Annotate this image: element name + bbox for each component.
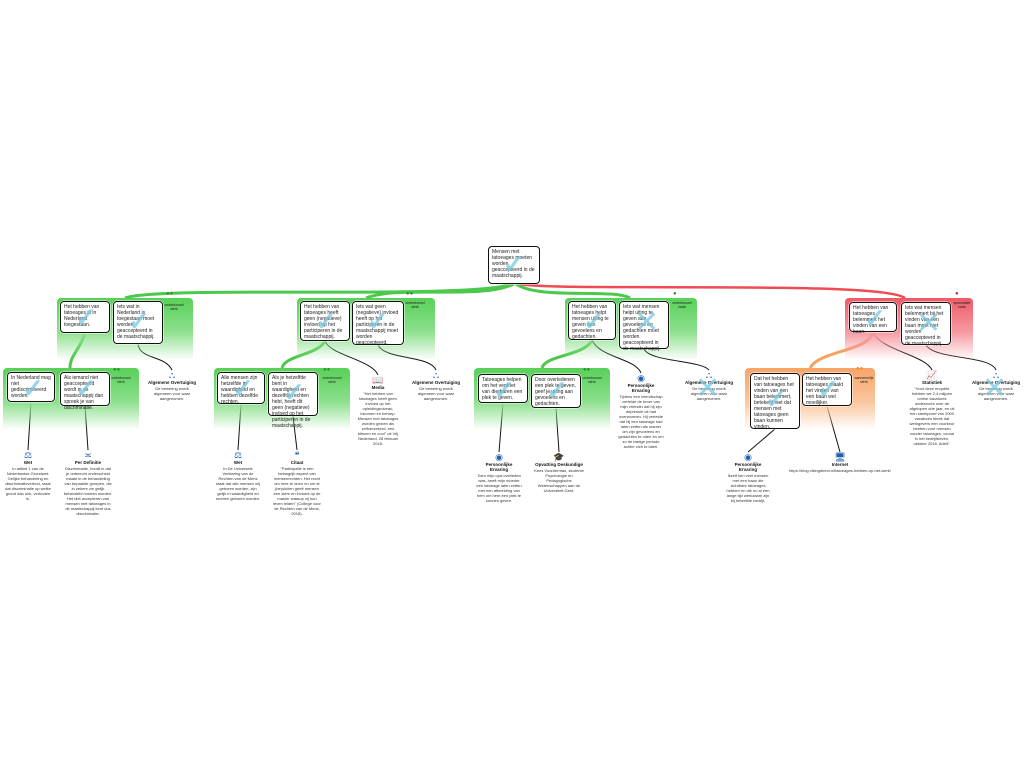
branch-2-objection-source: ⛬ Algemene Overtuiging De bewering wordt…	[412, 370, 461, 401]
strength-dots: ●●	[323, 367, 331, 373]
branch-1-objection-source: ⛬ Algemene Overtuiging De bewering wordt…	[148, 370, 197, 401]
personal-experience-icon: ◉	[637, 373, 645, 383]
strength-dots: ●●	[583, 367, 591, 373]
strength-label: onderbouwd sterk	[164, 303, 184, 311]
branch-2-reason-box[interactable]: Het hebben van tatoeages heeft geen (neg…	[300, 301, 350, 341]
quote-icon: ❝	[294, 450, 300, 460]
reason-text: Tatoeages helpen om het verdriet van die…	[482, 377, 523, 401]
branch-1-sub-reason-box[interactable]: In Nederland mag niet gediscrimineerd wo…	[7, 372, 55, 402]
objection-text: Iets wat geen (negatieve) invloed heeft …	[356, 304, 399, 346]
branch-3-sub-reason-box[interactable]: Tatoeages helpen om het verdriet van die…	[478, 374, 528, 403]
branch-3-objection-source: ⛬ Algemene Overtuiging De bewering wordt…	[685, 370, 734, 405]
branch-3-reason-box[interactable]: Het hebben van tatoeages helpt mensen ui…	[568, 301, 616, 340]
branch-3-sub-objection-source: 🎓 Opvatting Deskundige Kees Voorderman, …	[534, 452, 584, 493]
branch-1-reason-box[interactable]: Het hebben van tatoeages is in Nederland…	[60, 301, 110, 333]
branch-4-objection-source: ⛬ Algemene Overtuiging De bewering wordt…	[972, 370, 1021, 405]
src-link	[747, 428, 776, 453]
support-link-1	[124, 282, 513, 300]
common-knowledge-icon: ⛬	[168, 370, 176, 380]
branch-2-sub-reason-source: ⚖ Wet In De Universele Verklaring van de…	[215, 450, 261, 501]
reason-text: Dat het hebben van tatoeages het vinden …	[754, 376, 794, 430]
reason-text: Het hebben van tatoeages is in Nederland…	[64, 304, 100, 328]
strength-dots: ●	[673, 291, 677, 297]
strength-label: speculatief zwak	[953, 301, 971, 309]
objection-text: Als je hetzelfde bent in waardigheid en …	[272, 375, 311, 429]
personal-experience-icon: ◉	[495, 452, 503, 462]
reason-text: Het hebben van tatoeages heeft geen (neg…	[304, 304, 343, 340]
objection-text: Het hebben van tatoeages maakt het vinde…	[806, 376, 843, 406]
root-claim-box[interactable]: Mensen met tatoeages moeten worden geacc…	[488, 246, 540, 284]
objection-text: Iets wat in Nederland is toegestaan moet…	[117, 304, 155, 340]
personal-experience-icon: ◉	[744, 452, 752, 462]
branch-1-sub-objection-box[interactable]: Als iemand niet geaccepteerd wordt in de…	[60, 372, 110, 411]
branch-4-objection-box[interactable]: Iets wat mensen belemmert bij het vinden…	[901, 302, 951, 347]
expert-opinion-icon: 🎓	[553, 452, 565, 462]
branch-4-reason-box[interactable]: Het hebben van tatoeages belemmert het v…	[849, 302, 897, 335]
strength-label: onderbouwd sterk	[582, 376, 602, 384]
reason-text: Het hebben van tatoeages helpt mensen ui…	[572, 304, 609, 340]
support-link-2	[365, 282, 515, 300]
objection-text: Iets wat mensen belemmert bij het vinden…	[905, 305, 944, 347]
common-knowledge-icon: ⛬	[992, 370, 1000, 380]
branch-2-reason-source: 📖 Media "Het hebben van tatoeages heeft …	[355, 375, 401, 446]
reason-text: Alle mensen zijn hetzelfde in waardighei…	[221, 375, 258, 405]
root-claim-text: Mensen met tatoeages moeten worden geacc…	[492, 249, 535, 279]
branch-3-sub-reason-source: ◉ Persoonlijke Ervaring Toen mijn opa ov…	[476, 452, 522, 503]
reason-text: In Nederland mag niet gediscrimineerd wo…	[11, 375, 51, 399]
strength-dots: ●●	[406, 291, 414, 297]
statistics-chart-icon: 📈	[926, 370, 938, 380]
branch-4-sub-objection-source[interactable]: 🖥 Internet https://blog.vikingdirect.nl/…	[780, 452, 900, 473]
branch-2-sub-objection-source: ❝ Citaat "Participatie is een belangrijk…	[273, 450, 321, 516]
branch-3-objection-box[interactable]: Iets wat mensen helpt uiting te geven aa…	[619, 301, 669, 352]
strength-dots: ●	[955, 291, 959, 297]
strength-dots: ●●	[166, 291, 174, 297]
branch-4-sub-objection-box[interactable]: Het hebben van tatoeages maakt het vinde…	[802, 373, 852, 406]
branch-4-reason-source: 📈 Statistiek "Voor deze enquête hebben w…	[909, 370, 955, 446]
definition-icon: ≍	[84, 450, 92, 460]
common-knowledge-icon: ⛬	[432, 370, 440, 380]
branch-1-objection-box[interactable]: Iets wat in Nederland is toegestaan moet…	[113, 301, 163, 344]
branch-1-sub-reason-source: ⚖ Wet In artikel 1 van de Nederlandse Gr…	[5, 450, 51, 501]
strength-label: aannemelijk sterk	[854, 376, 874, 384]
branch-2-sub-reason-box[interactable]: Alle mensen zijn hetzelfde in waardighei…	[217, 372, 265, 405]
strength-label: onderbouwd sterk	[322, 376, 342, 384]
branch-3-reason-source: ◉ Persoonlijke Ervaring Tijdens een vrie…	[618, 373, 664, 449]
oppose-link-4	[519, 282, 906, 300]
branch-4-sub-reason-box[interactable]: Dat het hebben van tatoeages het vinden …	[750, 373, 800, 430]
strength-dots: ●●	[113, 367, 121, 373]
internet-monitor-icon: 🖥	[834, 452, 846, 462]
branch-3-sub-objection-box[interactable]: Door overledenen een plek te geven, geef…	[531, 374, 581, 408]
strength-label: onderbouwd sterk	[405, 301, 425, 309]
strength-label: onderbouwd zwak	[672, 301, 692, 309]
source-url-link[interactable]: https://blog.vikingdirect.nl/tatoeages-h…	[789, 468, 891, 473]
objection-text: Als iemand niet geaccepteerd wordt in de…	[64, 375, 104, 411]
support-link-3	[515, 282, 631, 300]
objection-text: Door overledenen een plek te geven, geef…	[535, 377, 576, 407]
branch-2-objection-box[interactable]: Iets wat geen (negatieve) invloed heeft …	[352, 301, 404, 346]
law-scale-icon: ⚖	[233, 450, 243, 460]
branch-2-sub-objection-box[interactable]: Als je hetzelfde bent in waardigheid en …	[268, 372, 318, 429]
branch-1-sub-objection-source: ≍ Per Definitie Discriminatie, houdt in …	[63, 450, 113, 516]
common-knowledge-icon: ⛬	[705, 370, 713, 380]
reason-text: Het hebben van tatoeages belemmert het v…	[853, 305, 889, 335]
media-book-icon: 📖	[372, 375, 384, 385]
law-scale-icon: ⚖	[23, 450, 33, 460]
strength-label: onderbouwd sterk	[111, 376, 131, 384]
branch-4-sub-reason-source: ◉ Persoonlijke Ervaring Ikzelf ken veel …	[726, 452, 770, 503]
strength-dots: ●●	[856, 366, 864, 372]
objection-text: Iets wat mensen helpt uiting te geven aa…	[623, 304, 661, 352]
